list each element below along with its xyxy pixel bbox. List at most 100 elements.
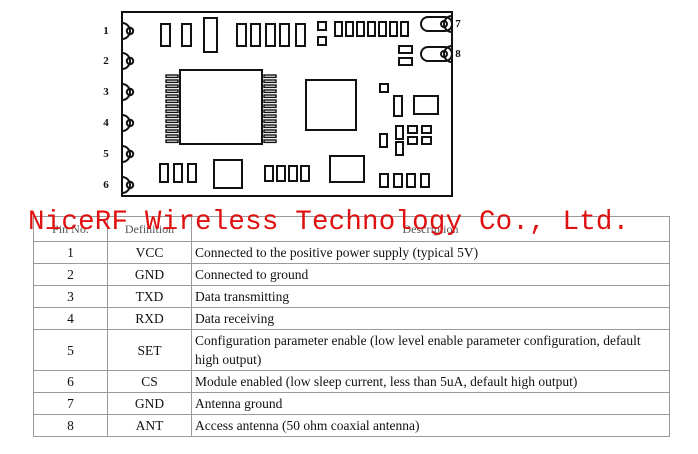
smd-component — [398, 45, 413, 54]
antenna-pad — [443, 45, 453, 63]
pin-description: Configuration parameter enable (low leve… — [191, 329, 670, 371]
ic-pin — [165, 89, 179, 94]
antenna-pad — [443, 15, 453, 33]
pad-hole — [125, 87, 135, 97]
ic-pin — [263, 124, 277, 129]
smd-component — [421, 136, 432, 145]
pin-description: Antenna ground — [191, 392, 670, 415]
pin-label-8: 8 — [455, 48, 461, 60]
smd-component — [398, 57, 413, 66]
smd-component — [317, 21, 327, 31]
pin-description: Data receiving — [191, 307, 670, 330]
pin-number: 8 — [33, 414, 108, 437]
module-board-diagram — [121, 11, 453, 197]
table-row: 2 GND Connected to ground — [33, 263, 670, 286]
smd-component — [389, 21, 398, 37]
pin-description: Module enabled (low sleep current, less … — [191, 370, 670, 393]
smd-component — [236, 23, 247, 47]
pin-number: 7 — [33, 392, 108, 415]
smd-component — [187, 163, 197, 183]
table-row: 7 GND Antenna ground — [33, 392, 670, 415]
pin-number: 2 — [33, 263, 108, 286]
pin-number: 3 — [33, 285, 108, 308]
castellated-pad — [121, 83, 131, 101]
smd-component — [279, 23, 290, 47]
smd-component — [173, 163, 183, 183]
pin-number: 1 — [33, 241, 108, 264]
pad-hole — [440, 50, 448, 58]
table-row: 4 RXD Data receiving — [33, 307, 670, 330]
pin-definition-table: Pin No. Definition Description 1 VCC Con… — [33, 216, 670, 437]
pin-label-6: 6 — [103, 179, 109, 191]
header-definition: Definition — [107, 216, 192, 242]
rf-ic — [305, 79, 357, 131]
smd-component — [159, 163, 169, 183]
pad-hole — [125, 180, 135, 190]
smd-component — [379, 173, 389, 188]
ic-pin — [263, 134, 277, 139]
ic-pin — [263, 139, 277, 144]
ic-pin — [165, 134, 179, 139]
smd-component — [367, 21, 376, 37]
ic-pin — [165, 129, 179, 134]
ic-pin — [263, 94, 277, 99]
castellated-pad — [121, 22, 131, 40]
pin-label-1: 1 — [103, 25, 109, 37]
ic-pin — [263, 129, 277, 134]
smd-component — [295, 23, 306, 47]
castellated-pad — [121, 176, 131, 194]
pad-hole — [125, 56, 135, 66]
smd-component — [393, 173, 403, 188]
smd-component — [407, 125, 418, 134]
ic-pin — [165, 99, 179, 104]
inductor-component — [213, 159, 243, 189]
antenna-pad-outline — [420, 16, 453, 32]
pin-number: 5 — [33, 329, 108, 371]
ic-pin — [263, 84, 277, 89]
castellated-pad — [121, 52, 131, 70]
ic-pin — [165, 124, 179, 129]
smd-component — [395, 141, 404, 156]
pin-definition: RXD — [107, 307, 192, 330]
table-row: 3 TXD Data transmitting — [33, 285, 670, 308]
ic-pin — [165, 114, 179, 119]
smd-component — [181, 23, 192, 47]
castellated-pad — [121, 145, 131, 163]
pin-description: Data transmitting — [191, 285, 670, 308]
table-header-row: Pin No. Definition Description — [33, 216, 670, 242]
ic-pin — [165, 104, 179, 109]
smd-component — [379, 83, 389, 93]
castellated-pad — [121, 114, 131, 132]
table-row: 6 CS Module enabled (low sleep current, … — [33, 370, 670, 393]
smd-component — [345, 21, 354, 37]
pin-definition: ANT — [107, 414, 192, 437]
pin-number: 4 — [33, 307, 108, 330]
smd-component — [356, 21, 365, 37]
pin-description: Connected to ground — [191, 263, 670, 286]
smd-component — [334, 21, 343, 37]
smd-component — [393, 95, 403, 117]
pin-description: Connected to the positive power supply (… — [191, 241, 670, 264]
pin-definition: GND — [107, 392, 192, 415]
smd-component — [379, 133, 388, 148]
smd-component — [378, 21, 387, 37]
header-pin-no: Pin No. — [33, 216, 108, 242]
smd-component — [420, 173, 430, 188]
crystal-component — [329, 155, 365, 183]
table-row: 8 ANT Access antenna (50 ohm coaxial ant… — [33, 414, 670, 437]
pin-definition: VCC — [107, 241, 192, 264]
ic-pin — [263, 104, 277, 109]
ic-pin — [165, 79, 179, 84]
pin-definition: TXD — [107, 285, 192, 308]
smd-component — [395, 125, 404, 140]
pad-hole — [440, 20, 448, 28]
smd-component — [288, 165, 298, 182]
pin-definition: SET — [107, 329, 192, 371]
ic-pin — [263, 119, 277, 124]
pin-label-4: 4 — [103, 117, 109, 129]
ic-pin — [263, 114, 277, 119]
watermark-text: NiceRF Wireless Technology Co., Ltd. — [28, 207, 630, 238]
pin-definition: CS — [107, 370, 192, 393]
ic-pin — [263, 109, 277, 114]
smd-component — [407, 136, 418, 145]
